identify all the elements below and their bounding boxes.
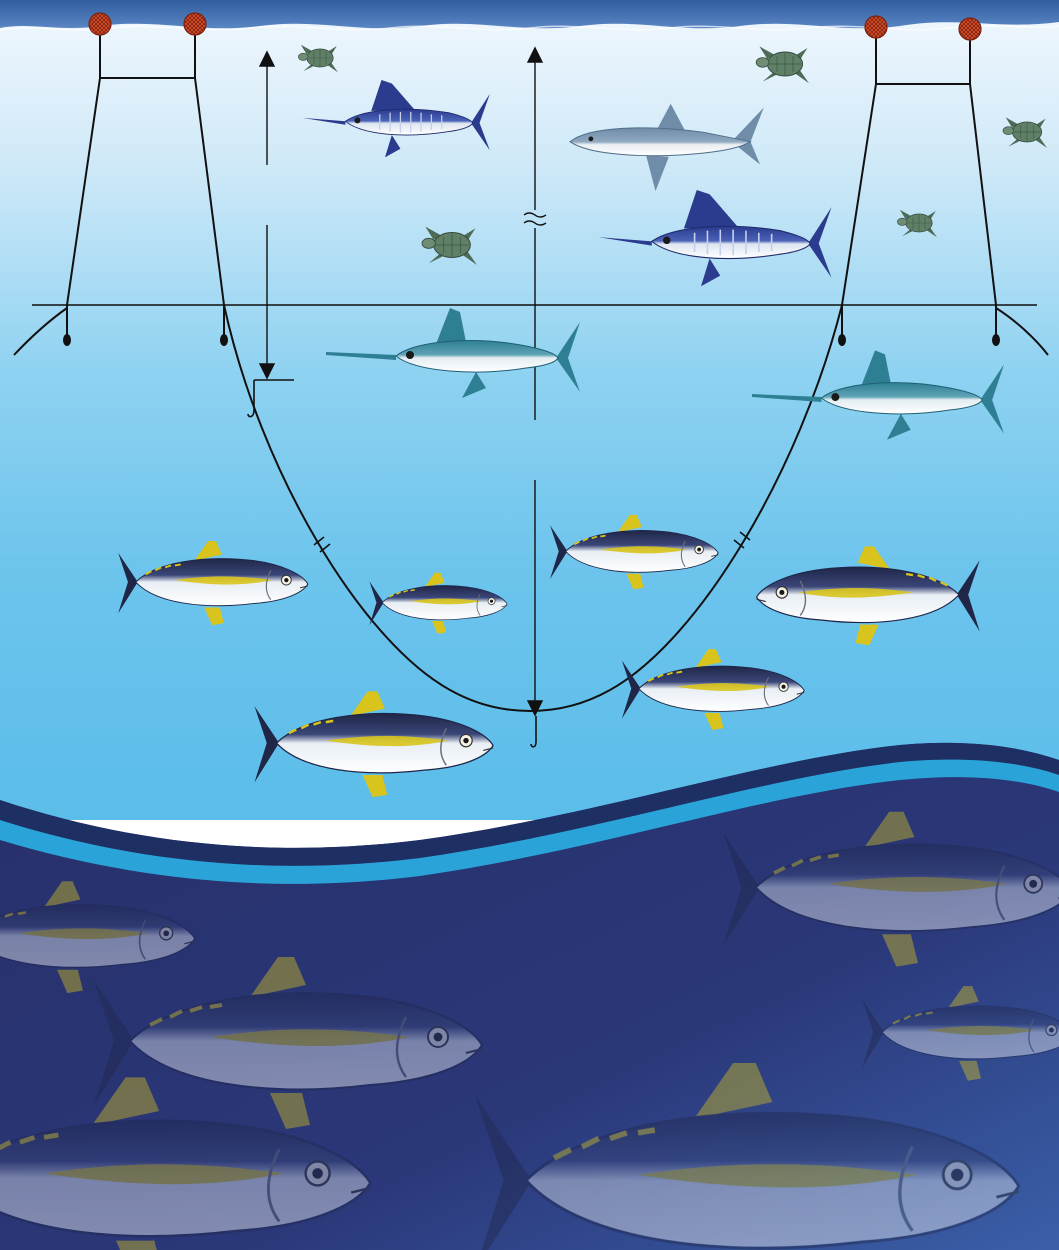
- float: [865, 16, 887, 38]
- float: [89, 13, 111, 35]
- float: [184, 13, 206, 35]
- sea-surface: [0, 0, 1059, 28]
- float: [959, 18, 981, 40]
